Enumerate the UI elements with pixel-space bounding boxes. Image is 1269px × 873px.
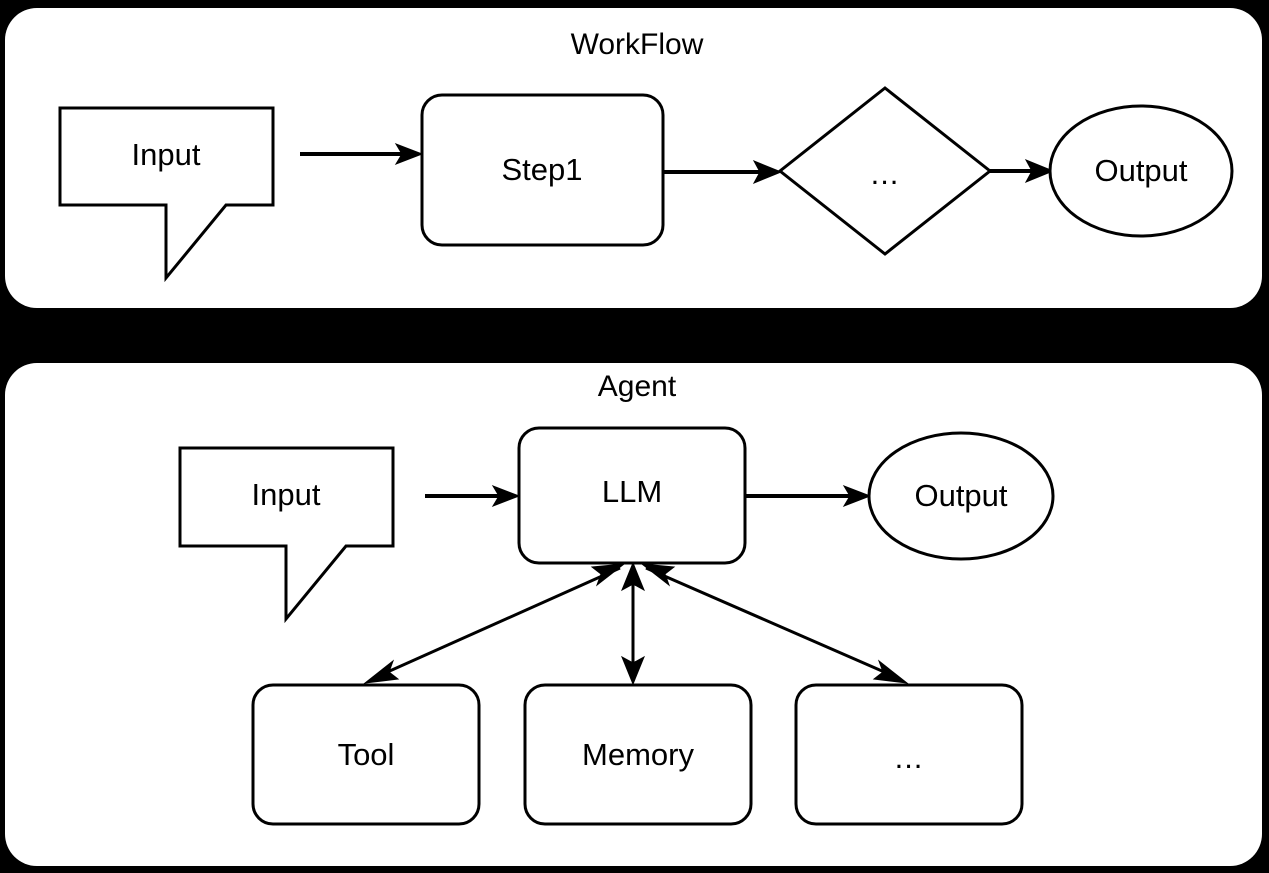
arrowhead-icon xyxy=(752,160,783,184)
node-ag-output[interactable]: Output xyxy=(867,431,1055,561)
arrowhead-icon xyxy=(491,485,521,507)
arrowhead-icon-down xyxy=(872,659,909,684)
node-wf-decision[interactable]: ... xyxy=(777,86,993,256)
node-wf-step1-label: Step1 xyxy=(501,152,582,187)
arrowhead-icon-down xyxy=(621,655,645,686)
node-ag-memory[interactable]: Memory xyxy=(523,683,753,826)
panel-agent-title: Agent xyxy=(598,370,677,403)
rounded-rect-shape xyxy=(251,683,481,826)
panel-workflow: WorkFlow Input Step1 xyxy=(5,8,1262,308)
callout-shape xyxy=(58,106,275,283)
edge-wf-decision-to-output xyxy=(990,159,1055,183)
arrowhead-icon xyxy=(1024,159,1055,183)
node-ag-more[interactable]: ... xyxy=(794,683,1024,826)
edge-wf-step1-to-decision xyxy=(663,160,783,184)
edge-ag-llm-to-memory xyxy=(621,561,645,686)
node-ag-input[interactable]: Input xyxy=(178,446,395,624)
node-ag-output-label: Output xyxy=(914,478,1007,513)
node-ag-memory-label: Memory xyxy=(582,737,694,772)
node-ag-input-label: Input xyxy=(252,477,321,512)
ellipse-shape xyxy=(1048,104,1234,238)
arrowhead-icon-down xyxy=(363,659,400,684)
edge-ag-llm-to-tool xyxy=(363,563,626,684)
node-wf-input-label: Input xyxy=(132,137,201,172)
rounded-rect-shape xyxy=(523,683,753,826)
rounded-rect-shape xyxy=(794,683,1024,826)
node-ag-more-label: ... xyxy=(895,740,924,775)
ellipse-shape xyxy=(867,431,1055,561)
arrowhead-icon xyxy=(842,485,872,507)
arrowhead-icon xyxy=(394,143,424,165)
panel-workflow-title: WorkFlow xyxy=(571,28,704,61)
edge-line xyxy=(645,566,899,680)
callout-shape xyxy=(178,446,395,624)
panel-agent: Agent Input LLM xyxy=(5,363,1262,866)
edge-line xyxy=(373,566,621,680)
node-wf-output-label: Output xyxy=(1094,153,1187,188)
arrowhead-icon-up xyxy=(621,561,645,592)
edge-ag-llm-to-output xyxy=(745,485,872,507)
arrowhead-icon-up xyxy=(590,563,626,587)
diamond-shape xyxy=(777,86,993,256)
node-ag-llm-label: LLM xyxy=(602,474,662,509)
node-wf-output[interactable]: Output xyxy=(1048,104,1234,238)
node-wf-decision-label: ... xyxy=(871,156,900,191)
edge-wf-input-to-step1 xyxy=(300,143,424,165)
node-ag-tool[interactable]: Tool xyxy=(251,683,481,826)
node-wf-input[interactable]: Input xyxy=(58,106,275,283)
arrowhead-icon-up xyxy=(640,563,676,587)
node-wf-step1[interactable]: Step1 xyxy=(420,93,665,247)
edge-ag-input-to-llm xyxy=(425,485,521,507)
node-ag-tool-label: Tool xyxy=(338,737,395,772)
node-ag-llm[interactable]: LLM xyxy=(517,426,747,565)
edge-ag-llm-to-more xyxy=(640,563,909,684)
